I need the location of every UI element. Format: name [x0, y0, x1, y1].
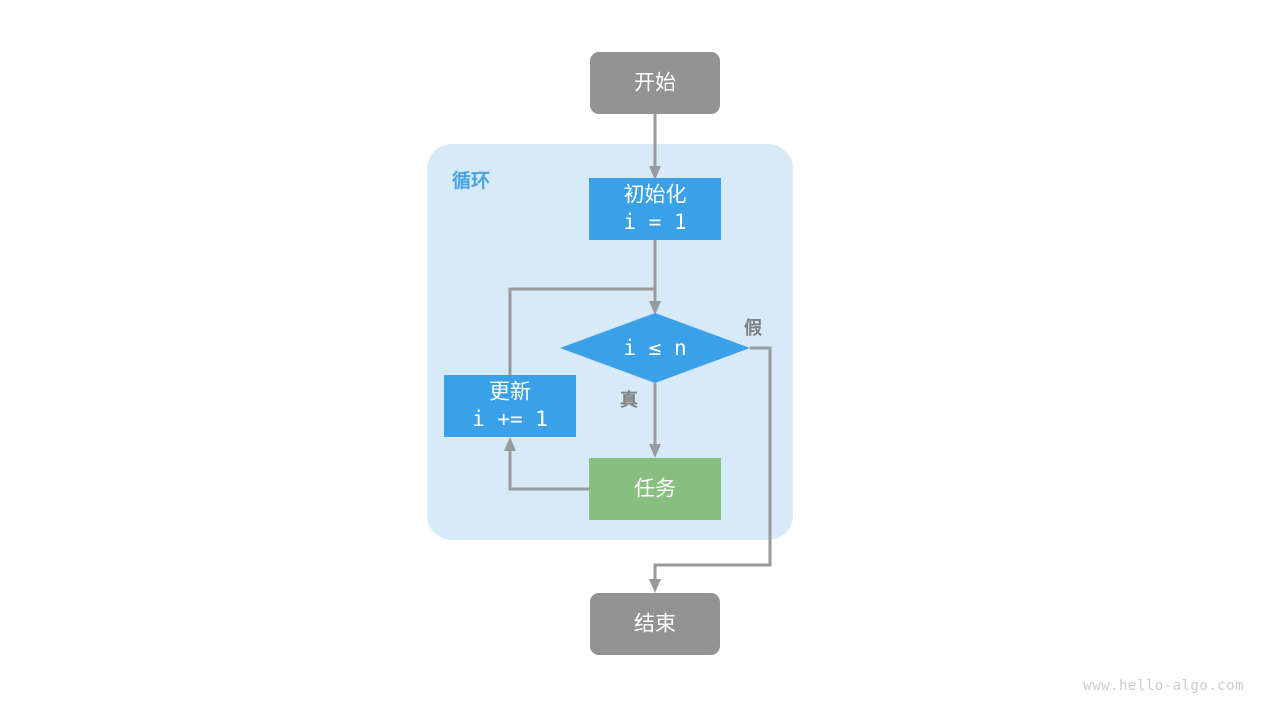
node-update-expression: i += 1: [472, 407, 548, 431]
node-task[interactable]: 任务: [589, 458, 721, 520]
node-task-shape[interactable]: [589, 458, 721, 520]
arrow-head-icon: [649, 301, 661, 315]
node-task-label: 任务: [634, 478, 676, 501]
edge-line: [653, 346, 772, 583]
edge-line: [508, 447, 589, 491]
node-end[interactable]: 结束: [590, 593, 720, 655]
edge-cond-to-task: 真: [620, 383, 661, 458]
arrow-head-icon: [504, 437, 516, 451]
node-init-label: 初始化: [624, 184, 687, 207]
edge-line: [508, 287, 655, 375]
edge-init-to-cond: [649, 240, 661, 315]
edge-update-to-cond: [508, 287, 655, 375]
node-update-shape[interactable]: [444, 375, 576, 437]
node-end-shape[interactable]: [590, 593, 720, 655]
node-start[interactable]: 开始: [590, 52, 720, 114]
arrow-head-icon: [649, 444, 661, 458]
node-condition[interactable]: i ≤ n: [560, 313, 750, 383]
node-start-label: 开始: [634, 72, 676, 95]
loop-group-label: 循环: [452, 169, 490, 192]
edges-layer: 真 假: [504, 114, 772, 593]
node-init-expression: i = 1: [623, 210, 686, 234]
node-update[interactable]: 更新 i += 1: [444, 375, 576, 437]
node-init-shape[interactable]: [589, 178, 721, 240]
watermark-text: www.hello-algo.com: [1083, 678, 1244, 694]
arrow-head-icon: [649, 166, 661, 180]
node-condition-shape[interactable]: [560, 313, 750, 383]
edge-start-to-init: [649, 114, 661, 180]
arrow-head-icon: [649, 579, 661, 593]
node-start-shape[interactable]: [590, 52, 720, 114]
edge-cond-to-end: 假: [649, 317, 772, 593]
edge-label-false: 假: [744, 317, 763, 338]
node-init[interactable]: 初始化 i = 1: [589, 178, 721, 240]
edge-task-to-update: [504, 437, 589, 491]
node-condition-label: i ≤ n: [623, 336, 686, 360]
node-update-label: 更新: [489, 381, 531, 404]
node-end-label: 结束: [634, 613, 676, 636]
edge-label-true: 真: [620, 389, 638, 410]
